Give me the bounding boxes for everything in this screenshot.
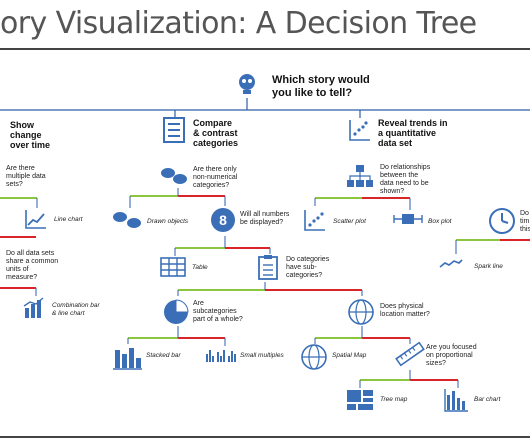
- scatter-icon: [349, 120, 370, 141]
- clock-icon: [489, 208, 515, 234]
- chart-stacked-label: Stacked bar: [146, 352, 181, 359]
- box-plot-icon: [393, 214, 423, 224]
- chart-line-label: Line chart: [54, 216, 83, 223]
- drawn-objects-icon: [113, 212, 141, 228]
- chart-bar-label: Bar chart: [474, 396, 501, 403]
- chart-table-label: Table: [192, 264, 208, 271]
- brain-icon: [239, 74, 255, 94]
- scatter-icon: [304, 210, 325, 231]
- clipboard-icon: [258, 255, 278, 280]
- checklist-icon: [163, 117, 185, 143]
- sparkline-icon: [439, 259, 463, 268]
- ruler-icon: [395, 341, 425, 367]
- page-title: ory Visualization: A Decision Tree: [0, 6, 477, 41]
- bottom-divider: [0, 436, 530, 438]
- bar-chart-icon: [113, 348, 142, 370]
- pie-icon: [164, 299, 189, 324]
- line-chart-icon: [25, 210, 46, 229]
- number-badge: 8: [211, 208, 235, 232]
- chart-drawn-label: Drawn objects: [147, 218, 189, 225]
- chart-box-label: Box plot: [428, 218, 452, 225]
- chart-scatter-label: Scatter plot: [333, 218, 366, 225]
- combo-chart-icon: [23, 297, 44, 318]
- chart-small-multiples-label: Small multiples: [240, 352, 284, 359]
- chart-tree-map-label: Tree map: [380, 396, 408, 403]
- bar-chart-icon: [444, 389, 468, 412]
- chart-spatial-label: Spatial Map: [332, 352, 367, 359]
- chart-combo-label: Combination bar& line chart: [52, 302, 100, 317]
- drawn-objects-icon: [161, 168, 187, 184]
- chart-spark-label: Spark line: [474, 263, 503, 270]
- tree-map-icon: [347, 390, 373, 410]
- globe-icon: [301, 344, 327, 370]
- title-divider: [0, 48, 530, 50]
- table-icon: [160, 257, 186, 277]
- hierarchy-icon: [347, 165, 373, 187]
- globe-icon: [348, 299, 374, 325]
- small-multiples-icon: [206, 350, 236, 362]
